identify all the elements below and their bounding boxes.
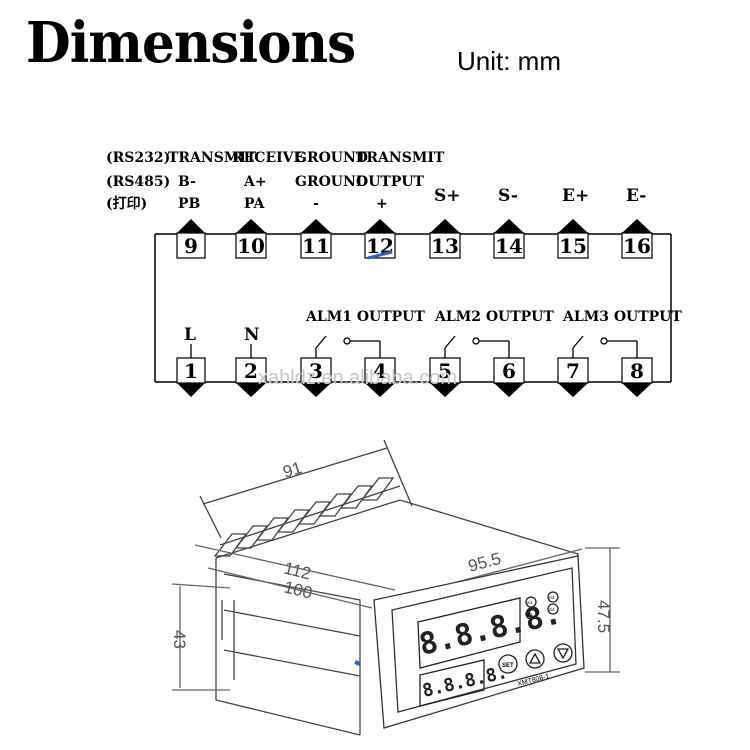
heat-sink-fins — [213, 477, 401, 557]
top-label-a-plus: A+ — [243, 174, 267, 190]
device-drawing — [171, 439, 620, 736]
row-label-rs485: (RS485) — [106, 174, 170, 190]
terminal-13: 13 — [431, 234, 459, 258]
terminal-4: 4 — [373, 359, 387, 383]
indicator-s2: S2 — [549, 595, 555, 600]
indicator-s3: S3 — [527, 612, 533, 617]
top-label-ground-1: GROUND — [295, 150, 368, 166]
terminal-9: 9 — [184, 234, 198, 258]
top-terminal-row: 9 10 11 12 13 14 15 16 — [176, 219, 653, 260]
terminal-6: 6 — [502, 359, 516, 383]
indicator-s1: S1 — [527, 600, 533, 605]
set-button-label: SET — [502, 663, 514, 669]
terminal-15: 15 — [559, 234, 587, 258]
top-label-transmit: TRANSMIT — [168, 150, 257, 166]
watermark: xahldz.en.alibaba.com — [258, 367, 457, 389]
page-title: Dimensions — [26, 10, 356, 76]
power-label-l: L — [184, 325, 196, 345]
terminal-14: 14 — [495, 234, 523, 258]
dim-43: 43 — [170, 630, 189, 649]
top-label-receive: RECEIVE — [232, 150, 304, 166]
terminal-5: 5 — [438, 359, 452, 383]
row-label-rs232: (RS232) — [106, 150, 170, 166]
top-label-s-minus: S- — [498, 186, 518, 206]
top-label-e-minus: E- — [626, 186, 646, 206]
terminal-3: 3 — [309, 359, 323, 383]
wiring-diagram: (RS232) (RS485) (打印) TRANSMIT B- PB RECE… — [106, 150, 682, 397]
alarm-label-1: ALM1 OUTPUT — [305, 309, 425, 325]
top-label-minus: - — [313, 196, 319, 212]
indicator-s4: S4 — [549, 607, 555, 612]
alarm-label-3: ALM3 OUTPUT — [562, 309, 682, 325]
unit-label: Unit: mm — [457, 46, 561, 76]
dim-100: 100 — [282, 577, 314, 602]
row-label-print: (打印) — [106, 195, 147, 212]
top-label-plus: + — [376, 196, 388, 212]
top-label-ground-2: GROUND — [295, 174, 368, 190]
top-label-e-plus: E+ — [562, 186, 589, 206]
bottom-terminal-row: 1 2 3 4 5 6 7 8 — [176, 357, 653, 397]
top-label-b-minus: B- — [178, 174, 196, 190]
top-label-pa: PA — [244, 196, 266, 212]
dim-47-5: 47.5 — [594, 600, 613, 633]
power-label-n: N — [244, 325, 260, 345]
dim-91: 91 — [281, 458, 305, 482]
terminal-1: 1 — [184, 359, 198, 383]
terminal-2: 2 — [244, 359, 258, 383]
top-label-output: OUTPUT — [356, 174, 425, 190]
top-label-pb: PB — [178, 196, 201, 212]
alarm-label-2: ALM2 OUTPUT — [434, 309, 554, 325]
terminal-7: 7 — [566, 359, 580, 383]
terminal-10: 10 — [237, 234, 265, 258]
relay-contacts — [315, 335, 638, 358]
top-label-transmit-2: TRANSMIT — [356, 150, 445, 166]
top-label-s-plus: S+ — [434, 186, 461, 206]
terminal-8: 8 — [630, 359, 644, 383]
terminal-16: 16 — [623, 234, 651, 258]
terminal-11: 11 — [302, 234, 330, 258]
